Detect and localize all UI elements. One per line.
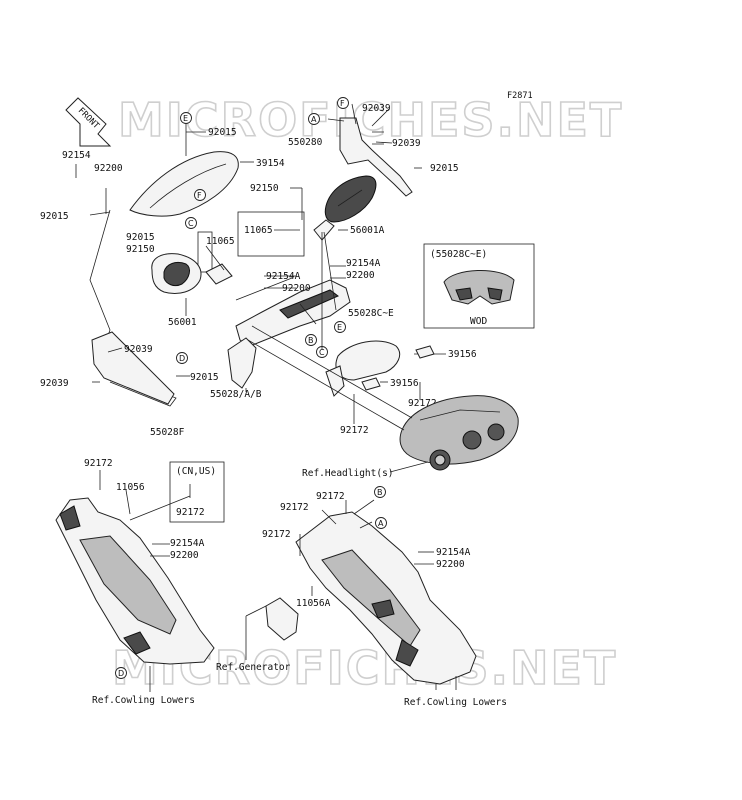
front-arrow-icon: FRONT (65, 97, 112, 147)
svg-text:E: E (183, 114, 188, 123)
svg-text:C: C (188, 219, 194, 228)
callout-f-top (337, 97, 349, 109)
left-stay-part (89, 209, 177, 407)
label-92039-d: 92039 (40, 378, 69, 389)
label-92172-f: 92172 (280, 502, 309, 513)
label-39154: 39154 (256, 158, 285, 169)
label-cn-us: (CN,US) (176, 466, 216, 477)
label-92200-m2: 92200 (346, 270, 375, 281)
label-39156-a: 39156 (448, 349, 477, 360)
label-92200-m: 92200 (282, 283, 311, 294)
wod-cowl-part (443, 270, 515, 305)
right-side-fairing-part (295, 511, 477, 685)
figure-code: F2871 (507, 91, 533, 101)
callout-d-stay (176, 352, 188, 364)
svg-text:A: A (311, 115, 317, 124)
label-92154A-4: 92154A (436, 547, 471, 558)
callout-a-lower (375, 517, 387, 529)
svg-text:B: B (308, 336, 314, 345)
label-55028AB: 55028/A/B (210, 389, 262, 400)
label-11056: 11056 (116, 482, 145, 493)
label-92172-g: 92172 (262, 529, 291, 540)
label-92039-c: 92039 (124, 344, 153, 355)
label-92154: 92154 (62, 150, 91, 161)
label-11056A: 11056A (296, 598, 331, 609)
label-92015-left: 92015 (40, 211, 69, 222)
air-duct-part (325, 340, 401, 397)
ref-cowling-lowers-right: Ref.Cowling Lowers (404, 697, 507, 708)
callout-b-mid (305, 334, 317, 346)
label-11065-mid: 11065 (206, 236, 235, 247)
label-wod: WOD (470, 316, 487, 327)
label-92172-a: 92172 (408, 398, 437, 409)
label-11065: 11065 (244, 225, 273, 236)
label-55028CE-box: (55028C~E) (430, 249, 487, 260)
ref-generator-label: Ref.Generator (216, 662, 291, 673)
inner-upper-cowl-part (227, 279, 351, 389)
label-92154A-2: 92154A (346, 258, 381, 269)
wod-inset-box (423, 243, 535, 329)
label-92200-c: 92200 (436, 559, 465, 570)
callout-e-mid (334, 321, 346, 333)
label-92172-b: 92172 (340, 425, 369, 436)
label-39156-b: 39156 (390, 378, 419, 389)
svg-text:D: D (118, 669, 124, 678)
label-92015-right: 92015 (430, 163, 459, 174)
label-92154A-3: 92154A (170, 538, 205, 549)
label-56001A: 56001A (350, 225, 385, 236)
svg-text:E: E (337, 323, 342, 332)
left-mirror-part (151, 253, 233, 294)
label-92150-mid: 92150 (126, 244, 155, 255)
label-92172-d: 92172 (176, 507, 205, 518)
svg-text:C: C (319, 348, 325, 357)
callout-f-windshield (194, 189, 206, 201)
headlight-part (399, 395, 519, 471)
label-92039-b: 92039 (392, 138, 421, 149)
upper-bracket-part (339, 117, 413, 197)
label-92200-b: 92200 (170, 550, 199, 561)
svg-text:F: F (197, 191, 202, 200)
windshield-part (129, 151, 239, 217)
right-mirror-part (313, 175, 377, 241)
cn-us-box (169, 461, 225, 523)
label-92200: 92200 (94, 163, 123, 174)
ref-headlight-label: Ref.Headlight(s) (302, 468, 394, 479)
svg-text:F: F (340, 99, 345, 108)
callout-b-lower (374, 486, 386, 498)
generator-bracket-part (265, 597, 299, 641)
callout-a-top (308, 113, 320, 125)
svg-text:D: D (179, 354, 185, 363)
label-92150-top: 92150 (250, 183, 279, 194)
ref-cowling-lowers-left: Ref.Cowling Lowers (92, 695, 195, 706)
callout-e-top (180, 112, 192, 124)
svg-text:A: A (378, 519, 384, 528)
label-92172-e: 92172 (316, 491, 345, 502)
label-92015-mid: 92015 (126, 232, 155, 243)
left-side-fairing-part (55, 497, 215, 665)
svg-text:B: B (377, 488, 383, 497)
label-56001: 56001 (168, 317, 197, 328)
label-55028CE: 55028C~E (348, 308, 394, 319)
watermark-top: MICROFICHES.NET (118, 93, 623, 147)
label-550280: 550280 (288, 137, 323, 148)
label-55028F: 55028F (150, 427, 185, 438)
callout-c-windshield (185, 217, 197, 229)
label-92172-c: 92172 (84, 458, 113, 469)
label-92039-a: 92039 (362, 103, 391, 114)
callout-d-lower (115, 667, 127, 679)
label-92015-d: 92015 (190, 372, 219, 383)
label-92154A: 92154A (266, 271, 301, 282)
label-92015-top: 92015 (208, 127, 237, 138)
